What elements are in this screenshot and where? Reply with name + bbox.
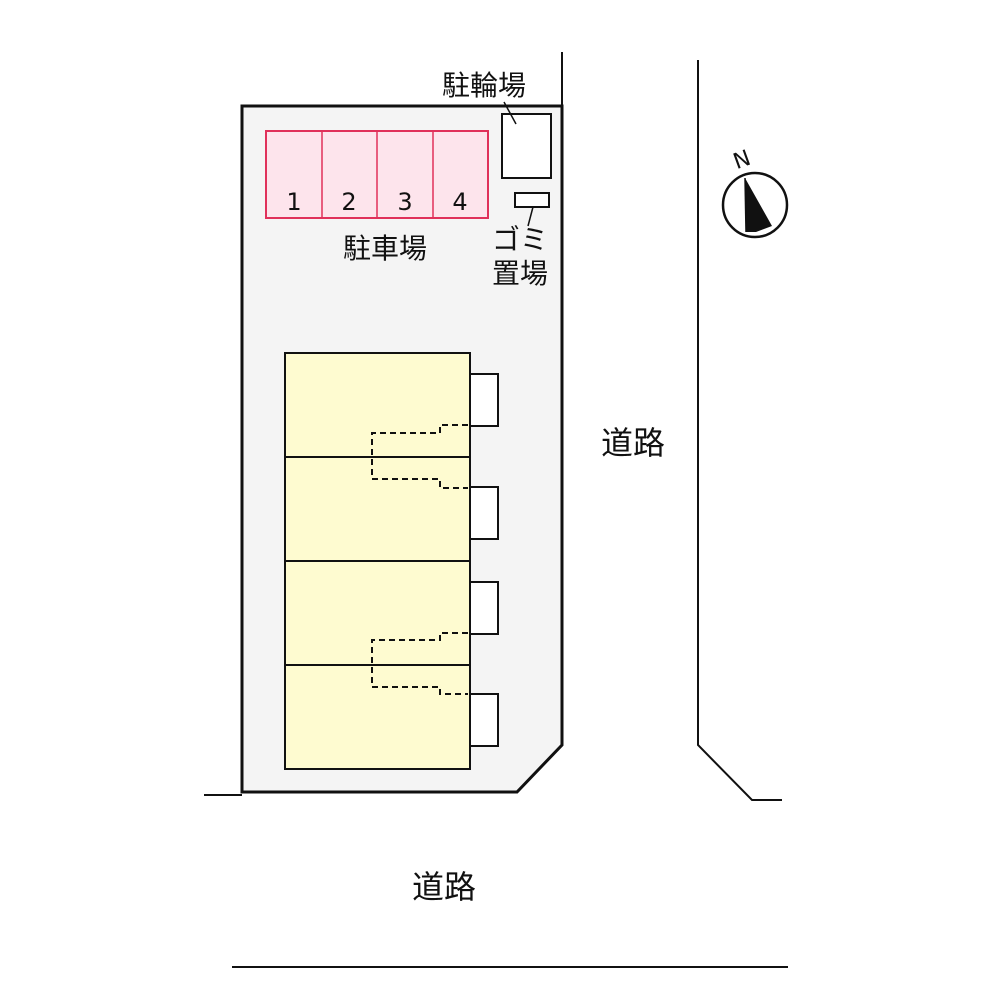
bicycle-parking-label: 駐輪場 bbox=[442, 69, 526, 102]
building-unit bbox=[284, 456, 471, 562]
road-east-label: 道路 bbox=[601, 424, 665, 462]
bicycle-parking-leader bbox=[503, 101, 517, 125]
road-south-label: 道路 bbox=[412, 868, 476, 906]
north-arrow-icon: N bbox=[721, 146, 789, 239]
entrance-porch bbox=[469, 581, 499, 635]
parking-label: 駐車場 bbox=[343, 232, 427, 265]
building-unit bbox=[284, 352, 471, 458]
entrance-porch bbox=[469, 486, 499, 540]
bicycle-parking-area bbox=[501, 113, 552, 179]
building bbox=[284, 352, 499, 770]
building-unit bbox=[284, 664, 471, 770]
parking-space-3: 3 bbox=[397, 188, 412, 216]
parking-space-4: 4 bbox=[452, 188, 467, 216]
garbage-area-leader bbox=[527, 206, 534, 227]
stair-outline bbox=[371, 424, 468, 489]
stair-outline bbox=[371, 632, 468, 695]
garbage-label-line1: ゴミ bbox=[492, 223, 548, 256]
compass-label: N bbox=[730, 146, 754, 175]
road-edge-south bbox=[204, 794, 788, 968]
entrance-porch bbox=[469, 693, 499, 747]
entrance-porch bbox=[469, 373, 499, 427]
garbage-area bbox=[514, 192, 550, 208]
garbage-label-line2: 置場 bbox=[492, 257, 548, 290]
parking-space-1: 1 bbox=[286, 188, 301, 216]
building-unit bbox=[284, 560, 471, 666]
parking-area: 1 2 3 4 bbox=[265, 130, 489, 219]
road-edge-east bbox=[561, 52, 782, 801]
parking-space-2: 2 bbox=[341, 188, 356, 216]
